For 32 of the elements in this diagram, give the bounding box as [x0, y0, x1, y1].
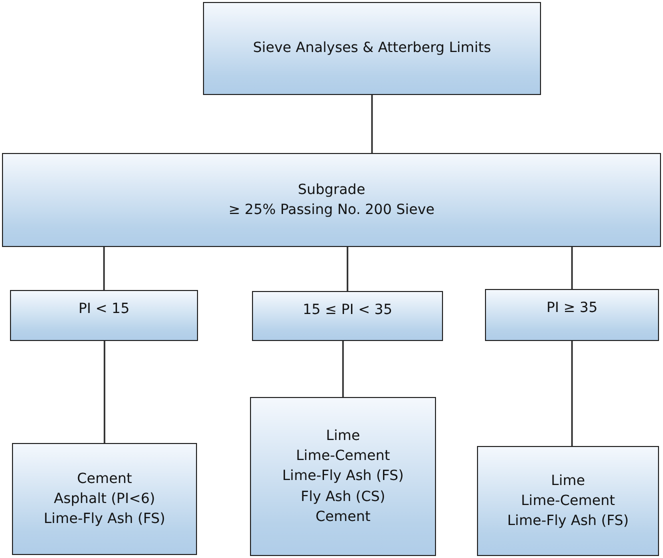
box-text: Cement [76, 470, 132, 489]
box-text: Asphalt (PI<6) [54, 490, 156, 509]
box-text: Lime-Fly Ash (FS) [44, 510, 166, 530]
connector-line [346, 247, 348, 291]
box-text: Lime-Fly Ash (FS) [507, 512, 629, 532]
box-text: 15 ≤ PI < 35 [302, 301, 392, 320]
process-box [485, 289, 659, 341]
box-text: Fly Ash (CS) [300, 488, 386, 507]
box-text: PI < 15 [78, 300, 130, 319]
process-box [12, 443, 197, 555]
box-text: Lime-Cement [296, 447, 390, 466]
box-text: Lime [326, 426, 360, 446]
process-box [252, 291, 443, 341]
process-box [477, 446, 659, 556]
process-box [250, 397, 436, 556]
connector-line [103, 247, 105, 290]
box-text: Lime-Cement [521, 492, 615, 511]
process-box [203, 2, 541, 95]
box-text: Lime [551, 472, 585, 491]
process-box [10, 290, 198, 341]
box-text: Lime-Fly Ash (FS) [282, 467, 404, 486]
connector-line [571, 247, 573, 289]
box-text: ≥ 25% Passing No. 200 Sieve [228, 201, 434, 220]
connector-line [104, 341, 106, 443]
box-text: PI ≥ 35 [546, 299, 598, 318]
box-text: Cement [315, 508, 370, 527]
connector-line [371, 95, 373, 153]
connector-line [342, 341, 344, 397]
box-text: Subgrade [298, 180, 366, 200]
box-text: Sieve Analyses & Atterberg Limits [253, 39, 491, 58]
process-box [2, 153, 661, 247]
connector-line [571, 341, 573, 446]
